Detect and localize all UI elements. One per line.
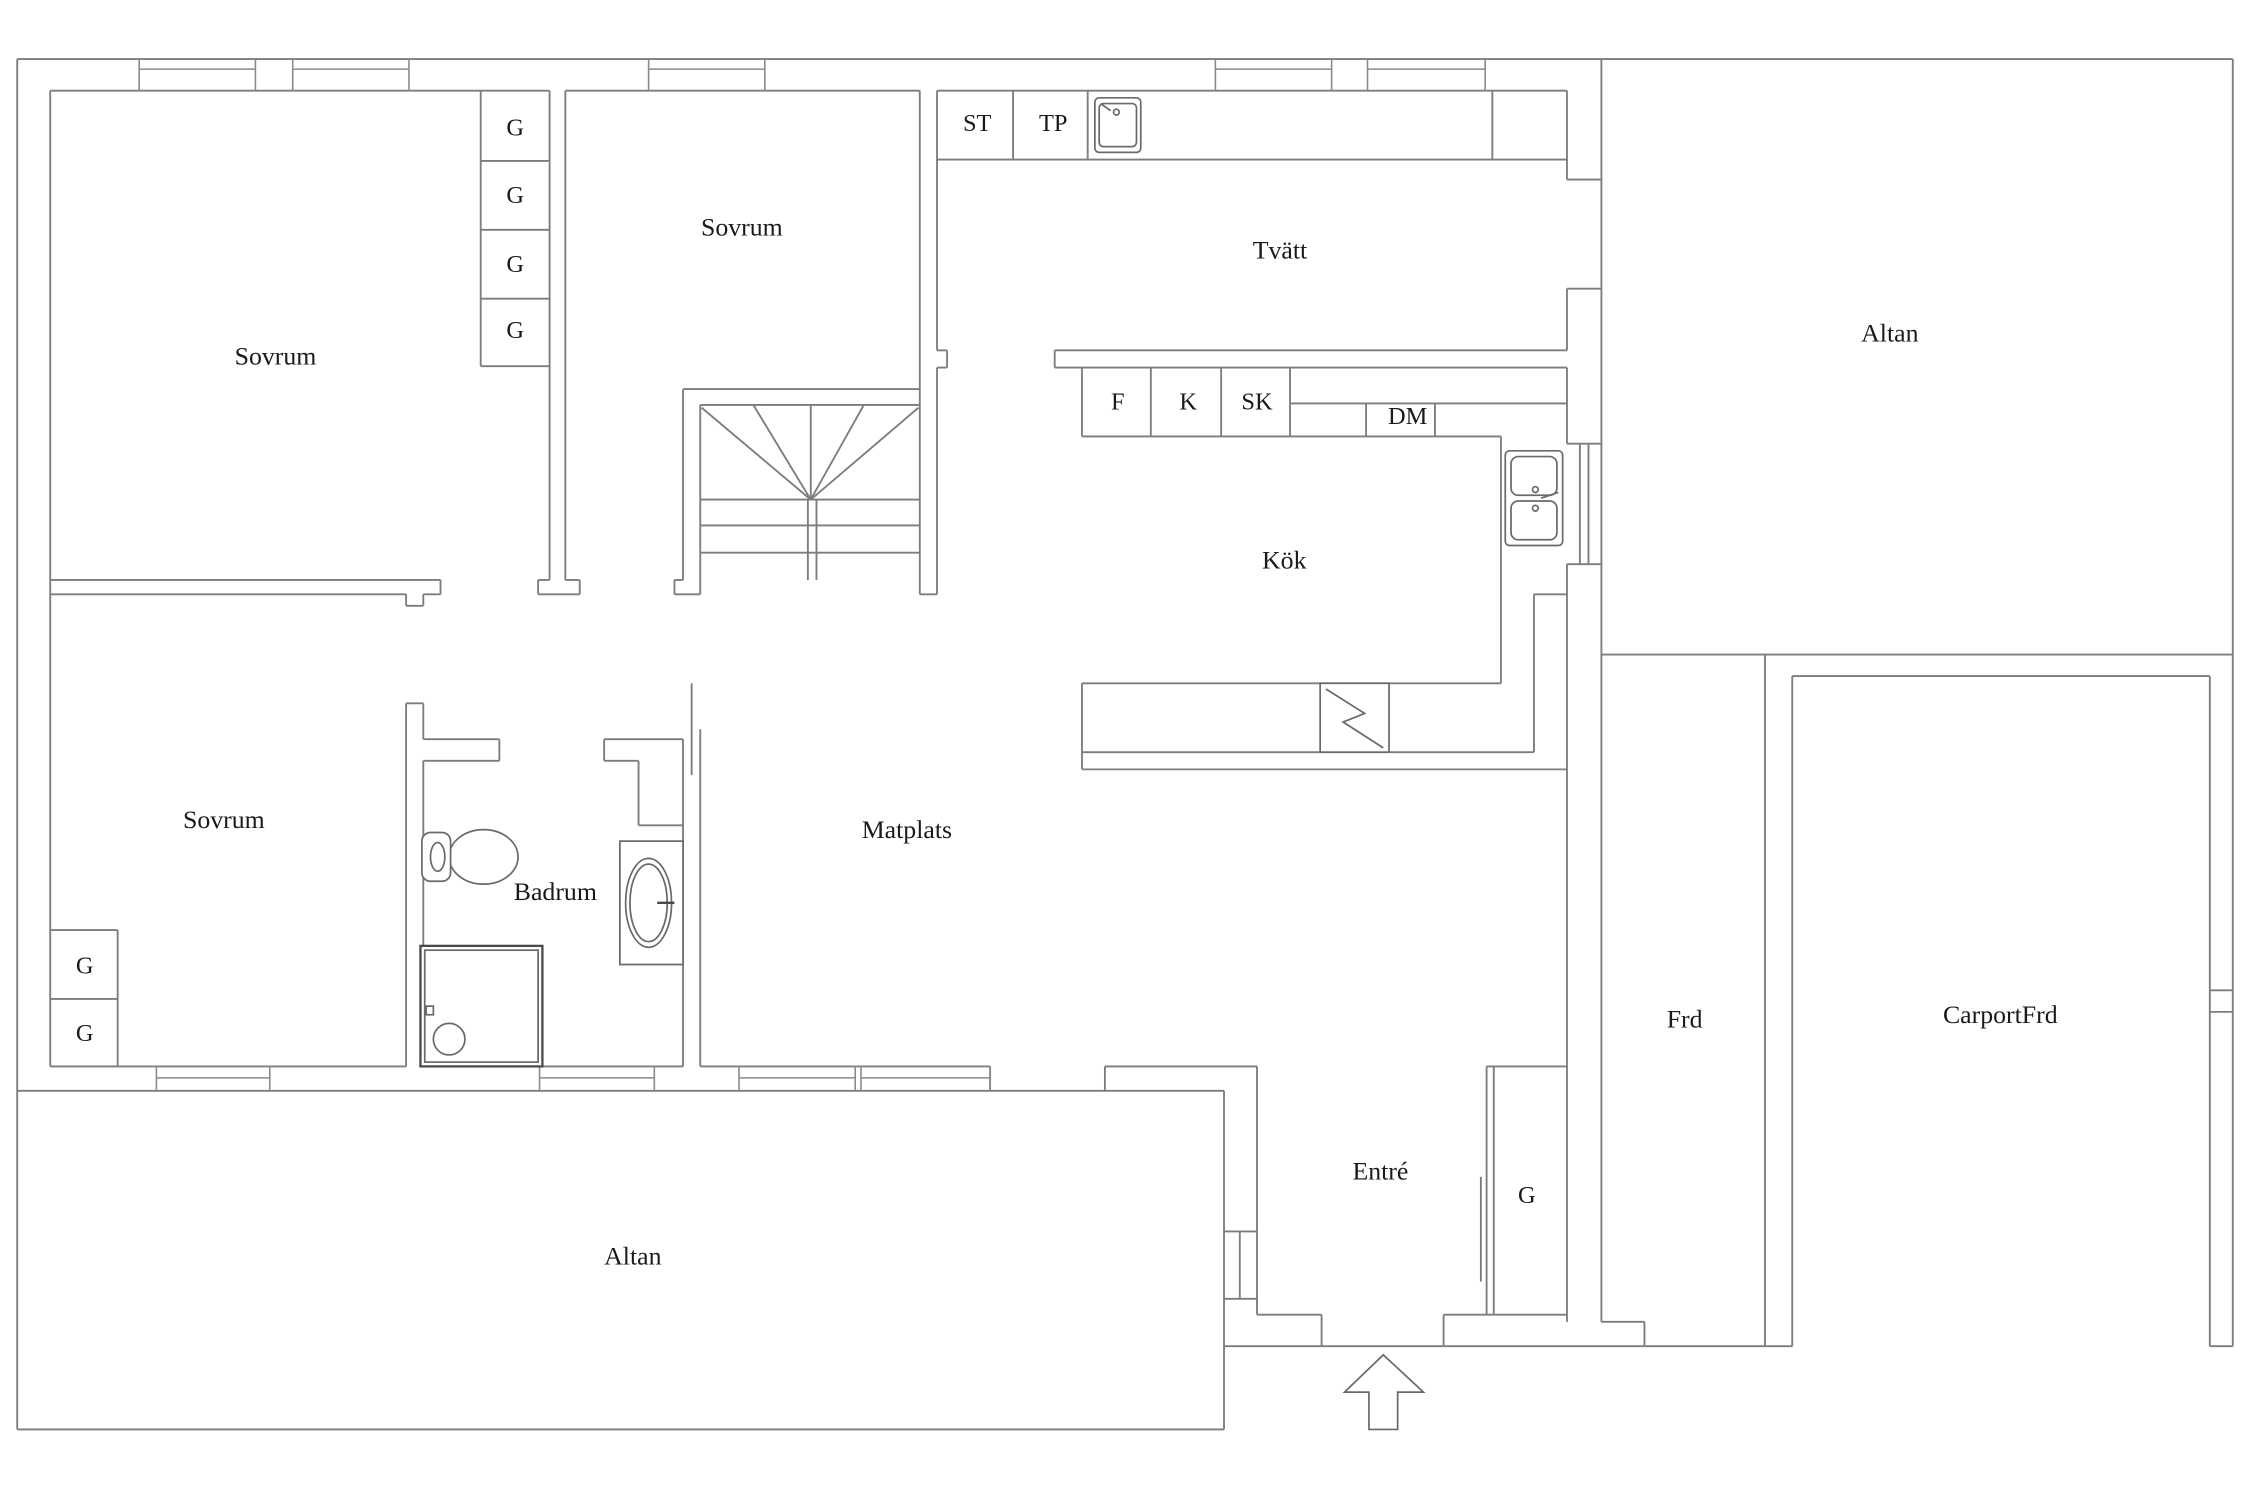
room-label-sovrum-3: Sovrum bbox=[183, 805, 265, 834]
entrance-arrow bbox=[1342, 1353, 1426, 1431]
wardrobe-label: G bbox=[506, 251, 524, 278]
walls bbox=[16, 58, 2234, 1431]
fixture-labels: G G G G G G G ST TP F K SK DM bbox=[76, 110, 1536, 1209]
stove-icon bbox=[1319, 682, 1390, 754]
shower-icon bbox=[419, 944, 544, 1068]
wall-segment bbox=[752, 404, 812, 501]
kitchen-sink-basin-1 bbox=[1510, 455, 1558, 497]
stove-bolt bbox=[1325, 688, 1384, 749]
shower-drain bbox=[432, 1022, 466, 1056]
kitchen-sink-basin-2 bbox=[1510, 500, 1558, 541]
room-label-altan-bottom: Altan bbox=[604, 1241, 661, 1270]
room-label-matplats: Matplats bbox=[862, 815, 952, 844]
wardrobe-label: G bbox=[506, 114, 524, 141]
toilet-bowl bbox=[448, 828, 519, 886]
room-label-entre: Entré bbox=[1352, 1157, 1408, 1186]
room-label-carport: CarportFrd bbox=[1943, 1000, 2058, 1029]
room-label-frd: Frd bbox=[1667, 1005, 1703, 1034]
shower-tray bbox=[419, 944, 544, 1068]
wall-segment bbox=[701, 407, 812, 501]
wardrobe-label: G bbox=[506, 317, 524, 344]
room-label-altan-top: Altan bbox=[1861, 319, 1918, 348]
laundry-sink-drain bbox=[1112, 108, 1121, 116]
double-sink-icon bbox=[1504, 449, 1564, 547]
wardrobe-label: G bbox=[76, 952, 94, 979]
toilet-tank bbox=[421, 831, 452, 883]
wall-segment bbox=[809, 404, 865, 501]
room-label-kok: Kök bbox=[1262, 545, 1307, 574]
laundry-sink-icon bbox=[1094, 96, 1142, 154]
wardrobe-label-entre: G bbox=[1518, 1182, 1536, 1209]
shower-tray-inner bbox=[423, 949, 539, 1063]
kitchen-sink-drain-2 bbox=[1531, 504, 1540, 512]
wash-basin-icon bbox=[619, 840, 684, 966]
laundry-label-tp: TP bbox=[1039, 110, 1067, 137]
wardrobe-label: G bbox=[506, 182, 524, 209]
laundry-sink-tap bbox=[1100, 102, 1112, 112]
room-label-tvatt: Tvätt bbox=[1253, 235, 1308, 264]
toilet-tank-detail bbox=[429, 841, 446, 873]
wardrobe-label: G bbox=[76, 1020, 94, 1047]
room-label-sovrum-2: Sovrum bbox=[701, 212, 783, 241]
toilet-icon bbox=[421, 828, 519, 886]
room-label-sovrum-1: Sovrum bbox=[235, 342, 317, 371]
laundry-sink-basin bbox=[1098, 102, 1138, 148]
entrance-arrow-icon bbox=[1342, 1353, 1426, 1431]
kitchen-label-f: F bbox=[1111, 389, 1125, 416]
kitchen-sink-tap bbox=[1540, 491, 1559, 499]
kitchen-sink-drain-1 bbox=[1531, 485, 1540, 494]
kitchen-label-dm: DM bbox=[1388, 403, 1427, 430]
laundry-label-st: ST bbox=[963, 110, 992, 137]
kitchen-label-sk: SK bbox=[1241, 389, 1273, 416]
windows bbox=[138, 59, 1486, 1091]
room-label-badrum: Badrum bbox=[514, 877, 597, 906]
shower-mixer bbox=[425, 1005, 435, 1016]
wall-segment bbox=[810, 407, 919, 501]
kitchen-label-k: K bbox=[1179, 389, 1197, 416]
room-labels: Sovrum Sovrum Sovrum Tvätt Kök Matplats … bbox=[183, 212, 2058, 1270]
